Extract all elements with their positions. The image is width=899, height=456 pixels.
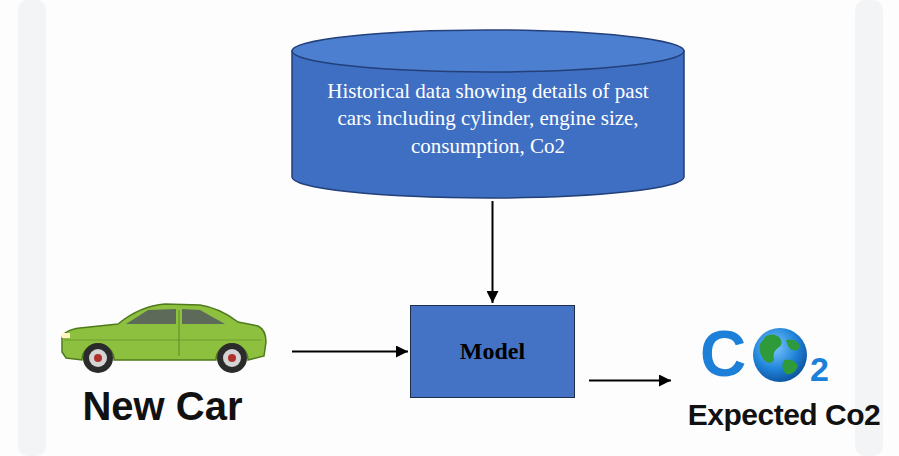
icon-caption: New Car bbox=[47, 384, 278, 428]
globe-continent bbox=[786, 340, 800, 351]
globe bbox=[753, 328, 807, 382]
car-wheel bbox=[217, 343, 247, 373]
globe-icon bbox=[753, 328, 807, 382]
car-hub bbox=[228, 354, 236, 362]
icon-caption: Expected Co2 bbox=[673, 398, 895, 431]
co2-letter: C bbox=[700, 322, 746, 386]
process-box: Model bbox=[410, 305, 575, 398]
globe-continent bbox=[760, 334, 782, 363]
car-node: New Car bbox=[47, 296, 278, 444]
globe-continent bbox=[782, 360, 798, 375]
cylinder-text: Historical data showing details of past … bbox=[314, 78, 662, 160]
database-cylinder: Historical data showing details of past … bbox=[290, 28, 686, 200]
car-headlight bbox=[62, 333, 70, 338]
car-trim bbox=[64, 339, 262, 340]
background-bands bbox=[18, 0, 883, 456]
car-door-line bbox=[179, 310, 180, 356]
car-wheel bbox=[83, 343, 113, 373]
car-illustration bbox=[62, 304, 266, 373]
cylinder-top bbox=[292, 30, 684, 72]
flow-arrow bbox=[292, 351, 408, 353]
car-rim bbox=[89, 349, 107, 367]
box-label: Model bbox=[460, 337, 525, 366]
car-rim bbox=[223, 349, 241, 367]
co2-subscript: 2 bbox=[810, 352, 829, 386]
flow-arrow bbox=[492, 201, 494, 303]
background-band bbox=[855, 0, 883, 456]
car-hub bbox=[94, 354, 102, 362]
cylinder-body bbox=[292, 51, 684, 198]
flow-arrow bbox=[589, 380, 671, 382]
car-window bbox=[182, 309, 225, 324]
background-band bbox=[18, 0, 46, 456]
car-window bbox=[126, 309, 176, 324]
